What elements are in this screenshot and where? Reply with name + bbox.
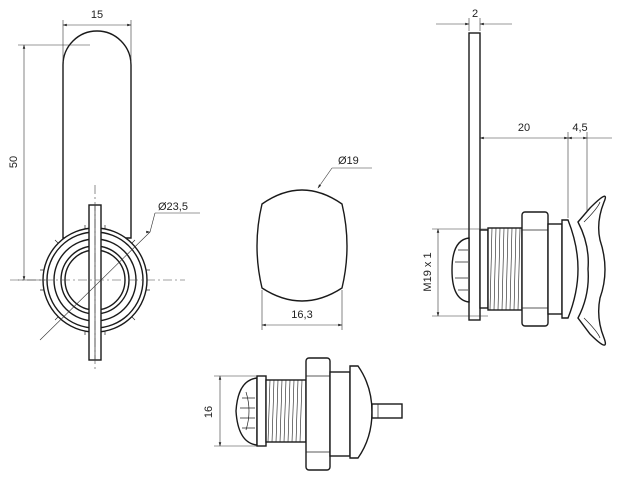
side-thread-body [487, 227, 523, 311]
bottom-collar [329, 371, 351, 457]
side-view: 2 20 4,5 M19 x 1 [422, 8, 612, 346]
dim-plug-width-label: 16,3 [291, 309, 312, 321]
dim-thread-label: M19 x 1 [422, 252, 434, 291]
dim-offset-label: 20 [518, 122, 530, 134]
dim-thickness-label: 2 [472, 8, 478, 20]
side-screw-head [451, 237, 470, 303]
bottom-nut [305, 357, 331, 471]
dim-diameter-label: Ø23,5 [158, 201, 188, 213]
dim-bottom-height-label: 16 [203, 406, 215, 418]
dim-line-diameter [39, 231, 151, 341]
dim-line-plug-diameter [317, 167, 333, 189]
bottom-washer [256, 375, 267, 447]
nut-knurl [40, 225, 150, 335]
front-view: 15 50 Ø23,5 [8, 9, 200, 370]
plug-body [256, 189, 348, 302]
side-threads [489, 227, 521, 311]
bottom-flange [349, 365, 373, 459]
dim-height-label: 50 [8, 156, 20, 168]
plug-view: 16,3 Ø19 [256, 155, 372, 330]
cam-tongue [62, 30, 132, 239]
side-collar [547, 223, 563, 315]
bottom-shaft [371, 403, 403, 419]
side-t-handle [577, 195, 607, 346]
bottom-view: 16 [203, 357, 403, 471]
side-flange [561, 219, 579, 319]
dim-head-label: 4,5 [572, 122, 587, 134]
dim-width-label: 15 [91, 9, 103, 21]
side-cam-plate [468, 32, 481, 321]
side-washer [479, 229, 489, 309]
bottom-threads [267, 379, 303, 443]
dim-plug-diameter-label: Ø19 [338, 155, 359, 167]
side-nut [521, 211, 549, 327]
bottom-knob [235, 377, 258, 446]
